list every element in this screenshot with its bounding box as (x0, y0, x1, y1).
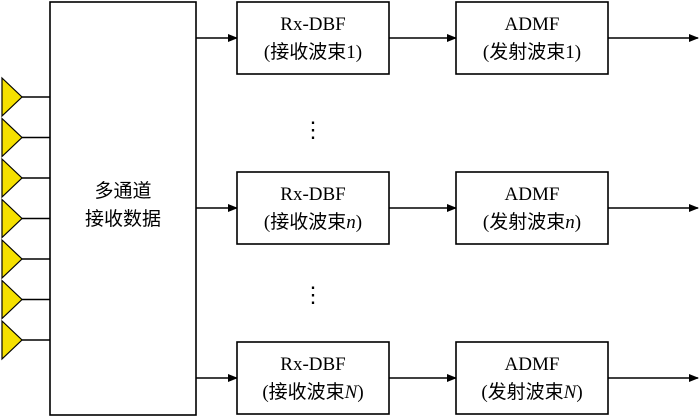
admf-block (455, 341, 609, 415)
rx-dbf-title: Rx-DBF (280, 184, 345, 205)
antenna-element-icon (1, 117, 23, 158)
antenna-element-icon (1, 198, 23, 239)
tx-beam-label: (发射波束n) (483, 211, 581, 233)
rx-beam-label: (接收波束1) (264, 41, 362, 63)
rx-beam-label: (接收波束N) (262, 381, 363, 403)
input-block-line1: 多通道 (94, 180, 151, 202)
channel-row: Rx-DBF (接收波束N) ADMF (发射波束N) (196, 341, 699, 415)
rx-dbf-block (236, 341, 390, 415)
tx-beam-label: (发射波束1) (483, 41, 581, 63)
antenna-element-icon (1, 238, 23, 280)
admf-block (455, 171, 609, 245)
rx-beam-label: (接收波束n) (264, 211, 362, 233)
antenna-array (1, 76, 50, 361)
admf-block (455, 1, 609, 75)
ellipsis-lower: ⋮ (302, 282, 324, 307)
antenna-element-icon (1, 76, 23, 118)
admf-title: ADMF (505, 184, 560, 205)
rx-dbf-block (236, 1, 390, 75)
antenna-element-icon (1, 157, 23, 199)
antenna-element-icon (1, 279, 23, 320)
input-block-line2: 接收数据 (85, 208, 161, 230)
input-block-frame (49, 1, 197, 416)
channel-rows: Rx-DBF (接收波束1) ADMF (发射波束1) Rx-DBF (接收波束n) ADM… (196, 1, 699, 415)
admf-title: ADMF (505, 14, 560, 35)
channel-row: Rx-DBF (接收波束1) ADMF (发射波束1) (196, 1, 699, 75)
rx-dbf-title: Rx-DBF (280, 354, 345, 375)
input-block: 多通道 接收数据 (49, 1, 197, 416)
rx-dbf-title: Rx-DBF (280, 14, 345, 35)
channel-row: Rx-DBF (接收波束n) ADMF (发射波束n) (196, 171, 699, 245)
antenna-element-icon (1, 319, 23, 361)
ellipsis-upper: ⋮ (302, 117, 324, 142)
admf-title: ADMF (505, 354, 560, 375)
tx-beam-label: (发射波束N) (481, 381, 582, 403)
rx-dbf-block (236, 171, 390, 245)
